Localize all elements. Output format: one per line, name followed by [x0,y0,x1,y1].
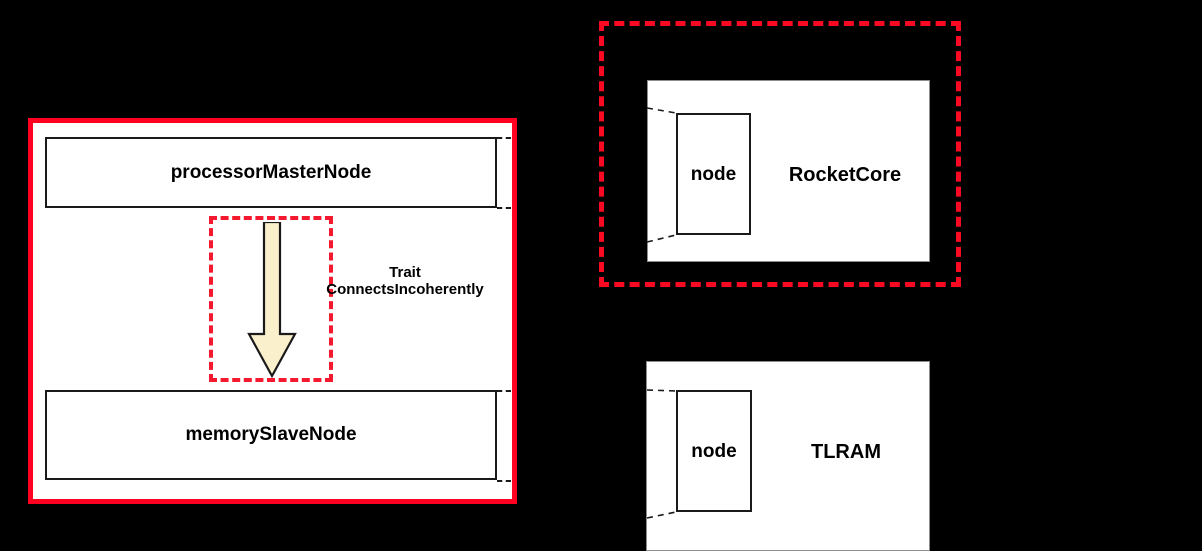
tlram-node-connector-lines [646,389,677,519]
memory-slave-node-connector-stub-top [497,390,511,392]
rocketcore-highlight-group [599,21,961,287]
processor-master-node-connector-stub-bottom [497,207,511,209]
tlram-title-label: TLRAM [811,441,881,463]
rocketcore-inner-node-label: node [690,164,737,185]
memory-slave-node-connector-stub-bottom [497,480,511,482]
rocketcore-inner-node-box[interactable] [676,113,751,235]
memory-slave-node-label: memorySlaveNode [185,424,357,445]
connects-incoherently-highlight-region [209,216,333,382]
memory-slave-node-box[interactable] [45,390,497,480]
trait-connects-incoherently-label: Trait ConnectsIncoherently [326,264,484,299]
rocketcore-node-connector-lines [646,107,677,243]
down-arrow-icon [247,222,297,379]
processor-master-node-label: processorMasterNode [170,162,372,183]
rocketcore-title-label: RocketCore [788,164,902,186]
processor-master-node-box[interactable] [45,137,497,208]
tlram-inner-node-label: node [691,441,737,462]
tlram-inner-node-box[interactable] [676,390,752,512]
processor-master-node-connector-stub-top [497,137,511,139]
